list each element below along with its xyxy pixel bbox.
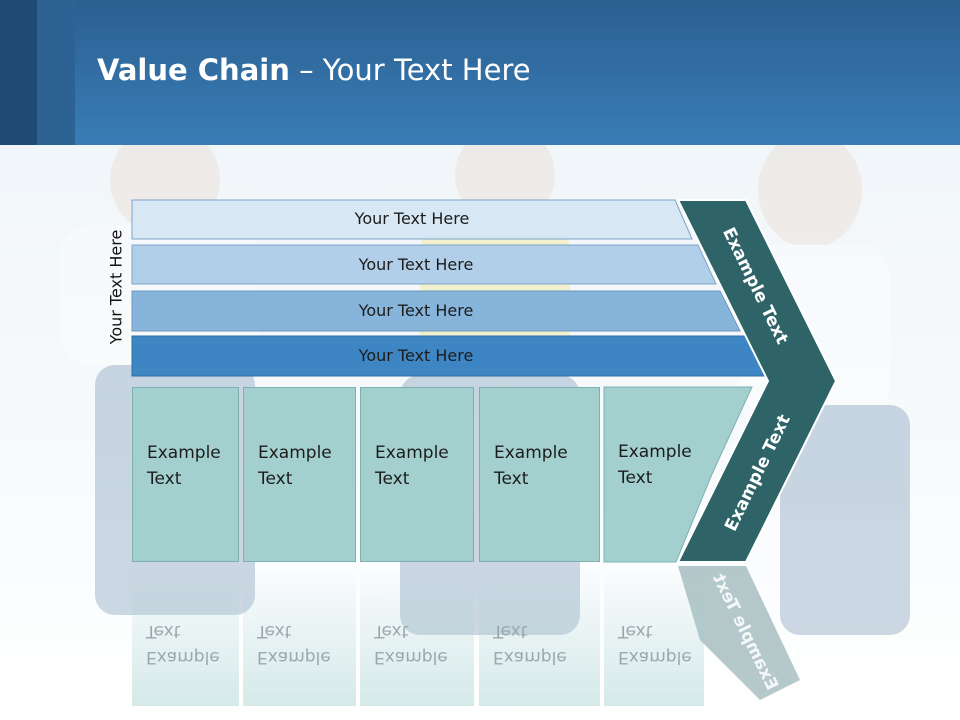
row-2: Your Text Here <box>358 255 474 274</box>
header-accent-mid <box>37 0 75 145</box>
box-reflection-1-line2: Text <box>146 621 181 641</box>
box-reflection-2: Example Text <box>243 566 356 706</box>
box-1: Example Text <box>132 387 239 562</box>
box-3: Example Text <box>360 387 474 562</box>
header-band: Value Chain – Your Text Here <box>0 0 960 145</box>
row-shape-2 <box>131 244 717 285</box>
box-4-line1: Example <box>494 443 568 463</box>
row-1: Your Text Here <box>354 209 470 228</box>
box-reflection-5: Example Text <box>604 566 704 706</box>
header-accent-dark <box>0 0 37 145</box>
box-2-line2: Text <box>258 469 293 489</box>
box-1-line1: Example <box>147 443 221 463</box>
box-3-line2: Text <box>375 469 410 489</box>
box-reflection-2-line2: Text <box>257 621 292 641</box>
box-reflection-2-line1: Example <box>257 647 331 667</box>
title-rest: – Your Text Here <box>289 53 531 87</box>
row-3: Your Text Here <box>358 301 474 320</box>
box-reflection-1: Example Text <box>132 566 239 706</box>
box-reflection-5-line2: Text <box>618 621 653 641</box>
chevron-reflection <box>678 566 800 700</box>
box-reflection-1-line1: Example <box>146 647 220 667</box>
box-2: Example Text <box>243 387 356 562</box>
box-reflection-4-line2: Text <box>493 621 528 641</box>
box-4: Example Text <box>479 387 600 562</box>
box-1-line2: Text <box>147 469 182 489</box>
box-reflection-3-line2: Text <box>374 621 409 641</box>
row-shape-1 <box>131 199 693 240</box>
box-5: Example Text <box>604 387 704 562</box>
row-4: Your Text Here <box>358 346 474 365</box>
box-reflection-3: Example Text <box>360 566 474 706</box>
chevron-shape <box>676 199 838 563</box>
box-3-line1: Example <box>375 443 449 463</box>
box-reflection-4-line1: Example <box>493 647 567 667</box>
title-bold: Value Chain <box>97 53 290 87</box>
box-5-line1: Example <box>618 442 692 462</box>
box-5-line2: Text <box>618 468 653 488</box>
box-reflection-3-line1: Example <box>374 647 448 667</box>
box-reflection-5-line1: Example <box>618 647 692 667</box>
row-shape-3 <box>131 290 741 332</box>
box-reflection-4: Example Text <box>479 566 600 706</box>
box-4-line2: Text <box>494 469 529 489</box>
box-2-line1: Example <box>258 443 332 463</box>
box-shape-5 <box>603 386 753 563</box>
side-label: Your Text Here <box>106 229 126 345</box>
slide-title: Value Chain – Your Text Here <box>97 53 531 87</box>
